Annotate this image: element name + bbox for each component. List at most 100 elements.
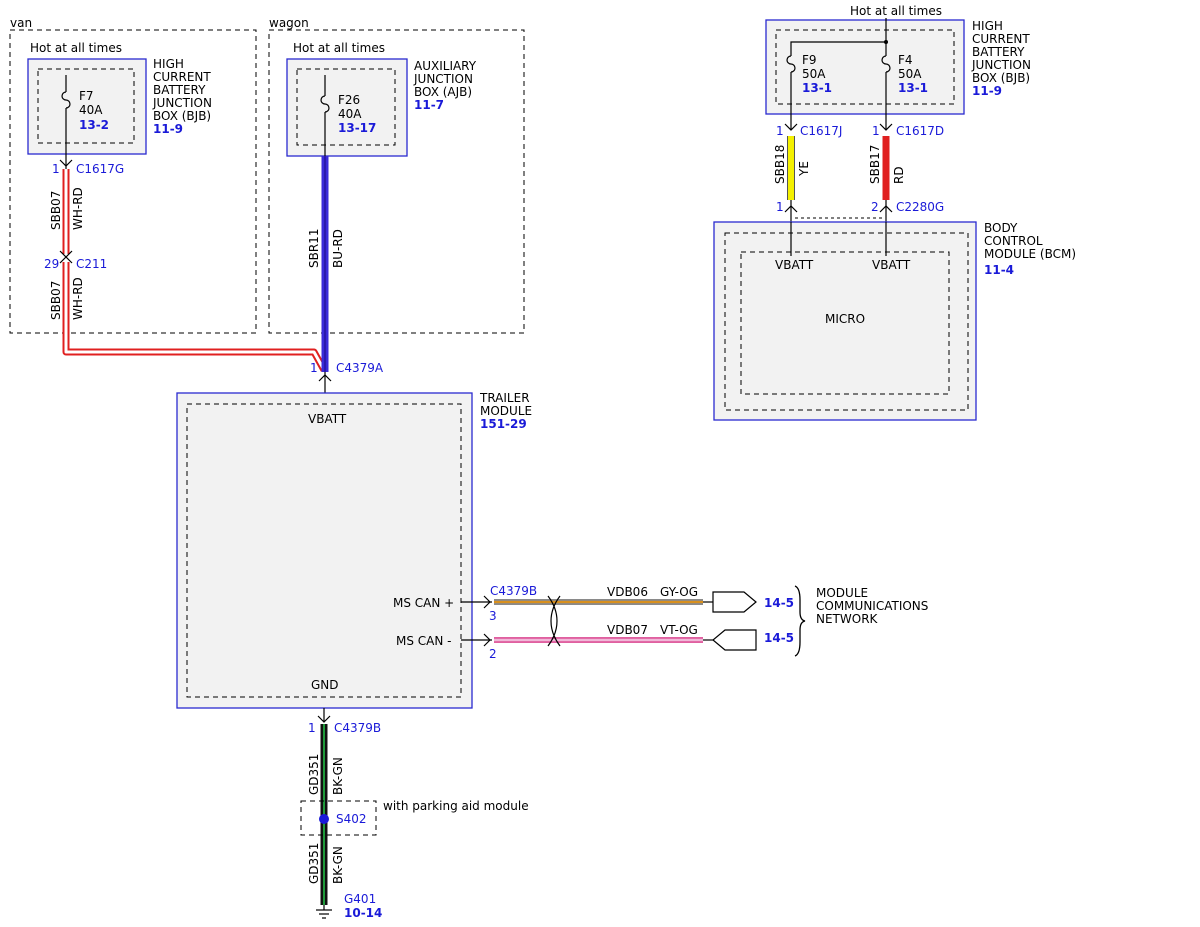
van-bjb-name-5: BOX (BJB) — [153, 109, 211, 123]
van-upper-wire-circuit: SBB07 — [49, 191, 63, 230]
can-minus-wire — [461, 629, 757, 651]
trailer-pin-gnd: GND — [311, 678, 339, 692]
right-bjb: Hot at all times F9 50A 13-1 F4 50A 13-1… — [765, 4, 1031, 131]
fuse-f9-ref[interactable]: 13-1 — [802, 81, 832, 95]
bcm-ref[interactable]: 11-4 — [984, 263, 1014, 277]
wagon-region-border — [268, 29, 525, 334]
gd351-upper-color: BK-GN — [331, 757, 345, 795]
fuse-f4-ref[interactable]: 13-1 — [898, 81, 928, 95]
network-brace — [794, 585, 806, 657]
c1617j-label: C1617J — [800, 124, 842, 138]
van-lower-wire-circuit: SBB07 — [49, 281, 63, 320]
gnd-connector — [317, 708, 331, 723]
trailer-ref[interactable]: 151-29 — [480, 417, 527, 431]
wagon-wire-color: BU-RD — [331, 229, 345, 268]
fuse-f9-name: F9 — [802, 53, 817, 67]
fuse-f9-rating: 50A — [802, 67, 826, 81]
twisted-pair-mark — [547, 595, 561, 647]
bcm: VBATT VBATT MICRO BODY CONTROL MODULE (B… — [713, 221, 1076, 421]
van-bjb-name-3: BATTERY — [153, 83, 206, 97]
sbb18-color: YE — [797, 161, 811, 177]
wagon-fuse-ref[interactable]: 13-17 — [338, 121, 376, 135]
van-lower-wire-color: WH-RD — [71, 277, 85, 320]
c1617d-label: C1617D — [896, 124, 944, 138]
right-bjb-name-5: BOX (BJB) — [972, 71, 1030, 85]
bcm-pin-vbatt-2: VBATT — [872, 258, 911, 272]
vdb07-color: VT-OG — [660, 623, 698, 637]
c2280g-label: C2280G — [896, 200, 944, 214]
trailer-name-2: MODULE — [480, 404, 532, 418]
network-ref-minus[interactable]: 14-5 — [764, 631, 794, 645]
ground-icon — [316, 905, 332, 919]
network-name-1: MODULE — [816, 586, 868, 600]
van-region-border — [9, 29, 257, 334]
bcm-name-1: BODY — [984, 221, 1018, 235]
van-bjb-name-4: JUNCTION — [152, 96, 212, 110]
wagon-fuse-name: F26 — [338, 93, 360, 107]
c4379b-can-pin-plus: 3 — [489, 609, 497, 623]
trailer-pin-vbatt: VBATT — [308, 412, 347, 426]
bcm-name-3: MODULE (BCM) — [984, 247, 1076, 261]
network-name-2: COMMUNICATIONS — [816, 599, 928, 613]
wagon-ajb-ref[interactable]: 11-7 — [414, 98, 444, 112]
c1617g-label: C1617G — [76, 162, 124, 176]
trailer-name-1: TRAILER — [479, 391, 530, 405]
splice-option-box — [300, 800, 377, 836]
trailer-module-inner — [186, 403, 462, 698]
c4379b-gnd-pin: 1 — [308, 721, 316, 735]
wagon-region-label: wagon — [269, 16, 309, 30]
wagon-wire-circuit: SBR11 — [307, 229, 321, 268]
fuse-f4 — [879, 55, 893, 131]
ground-ref[interactable]: 10-14 — [344, 906, 382, 920]
splice-name: S402 — [336, 812, 367, 826]
gd351-lower-circuit: GD351 — [307, 843, 321, 884]
right-bjb-name-4: JUNCTION — [971, 58, 1031, 72]
sbb17-circuit: SBB17 — [868, 145, 882, 184]
gd351-upper-circuit: GD351 — [307, 754, 321, 795]
bcm-micro-box — [740, 251, 950, 395]
van-fuse-rating: 40A — [79, 103, 103, 117]
ground-name: G401 — [344, 892, 376, 906]
van-upper-wire-color: WH-RD — [71, 187, 85, 230]
right-bjb-name-3: BATTERY — [972, 45, 1025, 59]
trailer-pin-ms-can-plus: MS CAN + — [393, 596, 454, 610]
vdb06-circuit: VDB06 — [607, 585, 648, 599]
van-hot-label: Hot at all times — [30, 41, 122, 55]
c1617d-pin: 1 — [872, 124, 880, 138]
van-fuse-name: F7 — [79, 89, 94, 103]
sbb18-circuit: SBB18 — [773, 145, 787, 184]
network-name-3: NETWORK — [816, 612, 879, 626]
van-bjb-ref[interactable]: 11-9 — [153, 122, 183, 136]
wagon-ajb-name-2: JUNCTION — [413, 72, 473, 86]
van-bjb-name-1: HIGH — [153, 57, 184, 71]
vdb06-color: GY-OG — [660, 585, 698, 599]
trailer-module: VBATT MS CAN + MS CAN - GND TRAILER MODU… — [176, 391, 532, 709]
c4379a-pin: 1 — [310, 361, 318, 375]
gd351-lower-color: BK-GN — [331, 846, 345, 884]
right-bjb-name-1: HIGH — [972, 19, 1003, 33]
wagon-region: wagon Hot at all times F26 40A 13-17 AUX… — [268, 16, 525, 334]
c1617g-pin: 1 — [52, 162, 60, 176]
van-lower-wire — [62, 262, 328, 372]
c4379b-gnd-label: C4379B — [334, 721, 381, 735]
vdb07-circuit: VDB07 — [607, 623, 648, 637]
wagon-fuse-f26 — [320, 75, 330, 156]
right-bjb-ref[interactable]: 11-9 — [972, 84, 1002, 98]
right-bjb-name-2: CURRENT — [972, 32, 1030, 46]
splice-s402-dot — [319, 814, 329, 824]
trailer-pin-ms-can-minus: MS CAN - — [396, 634, 452, 648]
c2280g-right-pin: 2 — [871, 200, 879, 214]
splice-note: with parking aid module — [383, 799, 529, 813]
van-region: van Hot at all times F7 40A 13-2 HIGH CU… — [9, 16, 257, 334]
network-ref-plus[interactable]: 14-5 — [764, 596, 794, 610]
c1617j-pin: 1 — [776, 124, 784, 138]
van-bjb-name-2: CURRENT — [153, 70, 211, 84]
bcm-name-2: CONTROL — [984, 234, 1043, 248]
wagon-ajb-inner — [296, 68, 396, 146]
wagon-ajb-name-3: BOX (AJB) — [414, 85, 472, 99]
van-fuse-ref[interactable]: 13-2 — [79, 118, 109, 132]
c4379b-can-label: C4379B — [490, 584, 537, 598]
fuse-f4-rating: 50A — [898, 67, 922, 81]
c4379a-connector — [318, 372, 332, 393]
